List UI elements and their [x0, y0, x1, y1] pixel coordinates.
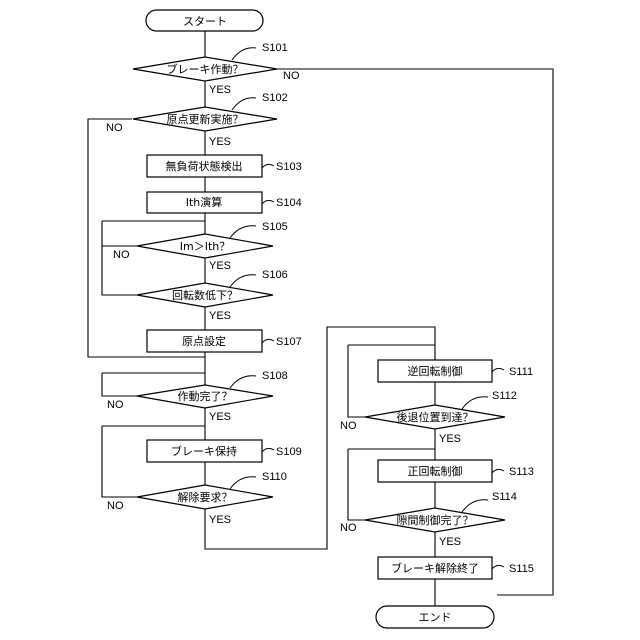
end-label: エンド: [419, 611, 452, 624]
process-s104-label: Ith演算: [186, 195, 223, 209]
decision-s108: 作動完了？ S108: [137, 370, 288, 408]
leader-s102: [232, 98, 256, 110]
decision-s105: Im＞Ith？ S105: [137, 221, 288, 258]
step-s109: S109: [276, 446, 302, 458]
leader-s103: [262, 164, 274, 168]
decision-s114: 隙間制御完了？ S114: [365, 491, 517, 532]
connector-s114-no: [348, 449, 365, 520]
leader-s112: [462, 397, 488, 409]
label-yes-s114: YES: [439, 536, 461, 548]
decision-s108-label: 作動完了？: [178, 389, 233, 403]
process-s104: Ith演算 S104: [147, 192, 302, 213]
connector-s112-no: [348, 345, 365, 417]
label-yes-s108: YES: [209, 411, 231, 423]
end-terminal: エンド: [376, 606, 494, 628]
leader-s105: [230, 226, 256, 238]
label-no-s102: NO: [106, 122, 123, 134]
label-no-s105: NO: [113, 249, 130, 261]
label-no-s101: NO: [283, 70, 300, 82]
label-yes-s101: YES: [209, 84, 231, 96]
step-s113: S113: [509, 466, 534, 478]
step-s110: S110: [262, 471, 287, 483]
leader-s107: [262, 339, 274, 343]
process-s115: ブレーキ解除終了 S115: [378, 557, 534, 579]
leader-s106: [230, 275, 256, 287]
label-no-s112: NO: [340, 420, 357, 432]
leader-s115: [492, 565, 504, 569]
step-s106: S106: [262, 269, 288, 281]
leader-s101: [232, 48, 256, 60]
process-s103: 無負荷状態検出 S103: [147, 155, 302, 177]
start-label: スタート: [183, 15, 227, 28]
start-terminal: スタート: [146, 10, 263, 31]
process-s115-label: ブレーキ解除終了: [391, 561, 479, 575]
decision-s106: 回転数低下？ S106: [137, 269, 288, 307]
decision-s101-label: ブレーキ作動？: [167, 62, 244, 76]
step-s107: S107: [276, 336, 302, 348]
step-s104: S104: [276, 197, 302, 209]
leader-s104: [262, 200, 274, 204]
decision-s106-label: 回転数低下？: [172, 289, 238, 302]
process-s111-label: 逆回転制御: [408, 364, 463, 378]
decision-s105-label: Im＞Ith？: [180, 240, 231, 253]
process-s111: 逆回転制御 S111: [378, 360, 533, 382]
label-yes-s106: YES: [209, 310, 231, 322]
process-s107-label: 原点設定: [182, 334, 226, 348]
connector-s110-no: [102, 426, 137, 497]
process-s109: ブレーキ保持 S109: [147, 440, 302, 462]
label-yes-s110: YES: [209, 514, 231, 526]
step-s105: S105: [262, 221, 288, 233]
label-no-s114: NO: [340, 522, 357, 534]
label-no-s110: NO: [107, 500, 124, 512]
step-s112: S112: [492, 390, 517, 402]
process-s113: 正回転制御 S113: [378, 460, 534, 482]
process-s103-label: 無負荷状態検出: [166, 159, 243, 173]
decision-s112-label: 後退位置到達？: [397, 410, 474, 424]
leader-s111: [492, 368, 504, 372]
leader-s110: [230, 477, 256, 489]
decision-s110: 解除要求？ S110: [137, 471, 287, 509]
decision-s110-label: 解除要求？: [178, 490, 233, 504]
connector-s108-no: [102, 373, 137, 396]
step-leaders: [230, 48, 504, 569]
leader-s109: [262, 448, 274, 452]
step-s102: S102: [262, 92, 288, 104]
process-s109-label: ブレーキ保持: [171, 444, 237, 458]
leader-s114: [462, 500, 488, 512]
decision-s102: 原点更新実施？ S102: [133, 92, 288, 131]
leader-s113: [492, 469, 504, 473]
label-yes-s105: YES: [209, 260, 231, 272]
process-s107: 原点設定 S107: [147, 330, 302, 352]
step-s101: S101: [262, 42, 288, 54]
leader-s108: [230, 376, 256, 388]
connector-s105-no: [102, 221, 137, 246]
step-s115: S115: [509, 563, 534, 575]
step-s103: S103: [276, 161, 302, 173]
label-no-s108: NO: [107, 399, 124, 411]
step-s114: S114: [492, 491, 517, 503]
step-s108: S108: [262, 370, 288, 382]
label-yes-s112: YES: [439, 433, 461, 445]
decision-s102-label: 原点更新実施？: [167, 112, 244, 126]
decision-s101: ブレーキ作動？ S101: [133, 42, 288, 81]
step-s111: S111: [509, 366, 533, 378]
label-yes-s102: YES: [209, 136, 231, 148]
decision-s114-label: 隙間制御完了？: [397, 513, 474, 527]
decision-s112: 後退位置到達？ S112: [365, 390, 517, 429]
process-s113-label: 正回転制御: [408, 464, 463, 478]
